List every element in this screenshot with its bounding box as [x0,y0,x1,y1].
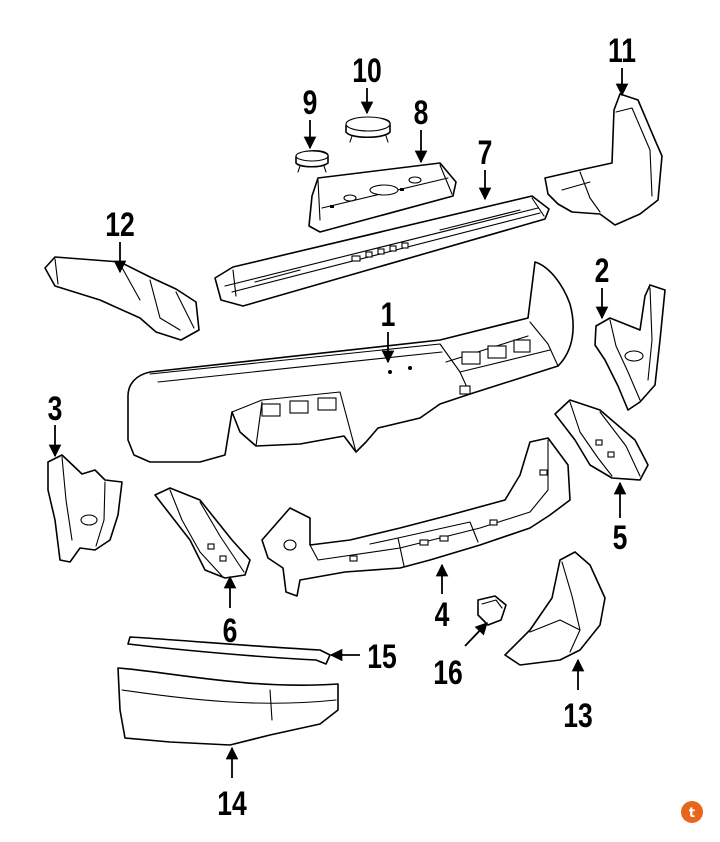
callout-3: 3 [48,390,63,428]
logo-glyph: t [689,806,695,821]
part-16-clip [477,595,507,626]
part-9-cap [295,150,329,173]
part-15-molding-strip [127,636,331,665]
part-7-step-pad [214,195,550,307]
callout-7: 7 [478,134,493,172]
callout-10: 10 [352,52,382,90]
callout-4: 4 [435,596,450,634]
callout-16: 16 [433,654,463,692]
callout-5: 5 [613,519,628,557]
part-13-corner-guard [504,551,606,666]
part-5-bracket [554,399,649,481]
part-14-valance [117,667,339,746]
callout-13: 13 [563,697,593,735]
part-4-reinforcement [261,437,571,597]
callout-8: 8 [414,94,429,132]
part-12-bracket [44,256,200,341]
callout-15: 15 [367,638,397,676]
callout-12: 12 [105,206,135,244]
part-3-bracket [47,454,123,563]
arrow-16 [464,622,488,647]
callout-6: 6 [223,612,238,650]
part-11-bracket [544,93,663,226]
callout-2: 2 [595,252,610,290]
part-2-bracket [594,284,666,411]
part-10-cap [345,116,391,143]
callout-11: 11 [608,32,636,70]
part-6-bracket [154,487,251,579]
orange-badge-icon: t [681,801,703,823]
part-1-bumper [127,261,574,463]
callout-14: 14 [217,785,247,823]
callout-1: 1 [381,296,396,334]
part-8-step-plate [308,162,457,233]
callout-9: 9 [303,84,318,122]
callout-labels: 1 2 3 4 5 6 7 8 9 10 11 12 13 14 15 16 [48,32,636,823]
leader-arrows [48,68,629,778]
